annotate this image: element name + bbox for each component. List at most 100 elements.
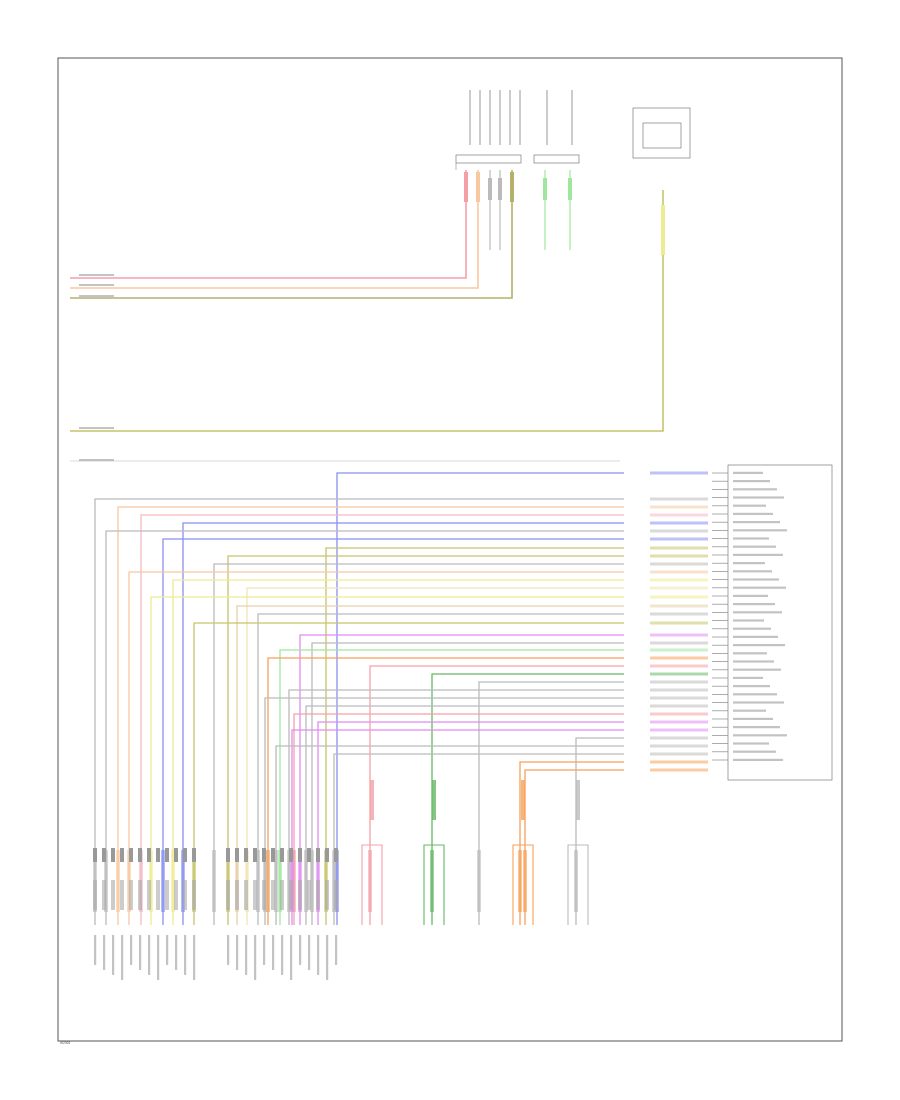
sensor-4-lead (576, 780, 580, 820)
harness-wire-22 (369, 665, 624, 925)
harness-wire-29-tag (650, 720, 708, 724)
harness-wire-19-tag (650, 641, 708, 645)
pin-13-tail (226, 880, 230, 910)
harness-wire-26-tag (650, 696, 708, 700)
page-id: W2008 (60, 1041, 70, 1045)
pin-19-tail (280, 880, 284, 910)
harness-wire-7-tag (650, 537, 708, 541)
bottom-label-24 (326, 935, 329, 980)
pin-12-tail (192, 880, 196, 910)
pin-9 (165, 848, 169, 862)
right-label-13 (733, 570, 772, 573)
harness-wire-34 (519, 761, 624, 925)
harness-wire-11-tag (650, 570, 708, 574)
pin-4 (120, 848, 124, 862)
pin-7-tail (147, 880, 151, 910)
right-label-5 (733, 504, 766, 507)
bottom-label-4 (121, 935, 124, 980)
harness-wire-19 (311, 642, 624, 925)
right-label-6 (733, 512, 773, 515)
right-label-1 (733, 471, 763, 474)
right-label-3 (733, 488, 777, 491)
harness-wire-20-tag (650, 648, 708, 652)
right-label-21 (733, 635, 778, 638)
pin-14-tail (235, 880, 239, 910)
pin-2-tail (102, 880, 106, 910)
right-label-36 (733, 758, 783, 761)
pin-1-tail (93, 880, 97, 910)
top-label-3 (489, 90, 491, 145)
pin-9-tail (165, 880, 169, 910)
harness-wire-34-sleeve (518, 850, 522, 912)
pin-25-tail (334, 880, 338, 910)
right-label-18 (733, 611, 782, 614)
faint-label-group (79, 90, 787, 980)
pin-22 (307, 848, 311, 862)
harness-wire-23-tag (650, 672, 708, 676)
right-label-34 (733, 742, 769, 745)
harness-wire-30-tag (650, 728, 708, 732)
pin-21-tail (298, 880, 302, 910)
harness-wire-25 (288, 689, 624, 925)
top-label-2 (479, 90, 481, 145)
harness-wire-28-sleeve (292, 850, 296, 912)
control-module-outline (727, 464, 833, 781)
module-inner-box (642, 122, 682, 149)
pin-20-tail (289, 880, 293, 910)
bottom-label-18 (272, 935, 275, 970)
harness-wire-2 (94, 498, 624, 925)
harness-wire-17-tag (650, 621, 708, 625)
harness-wire-19-sleeve (310, 850, 314, 912)
bottom-label-10 (175, 935, 178, 970)
pin-15-tail (244, 880, 248, 910)
harness-wire-4 (140, 514, 624, 925)
sensor-1-lead (370, 780, 374, 820)
harness-wire-8 (325, 547, 624, 925)
pin-23-tail (316, 880, 320, 910)
harness-wire-10 (213, 563, 624, 925)
harness-wire-34-tag (650, 760, 708, 764)
harness-wire-16-sleeve (256, 850, 260, 912)
harness-wire-4-tag (650, 513, 708, 517)
pin-3-tail (111, 880, 115, 910)
pin-25 (334, 848, 338, 862)
top-label-5 (509, 90, 511, 145)
pin-5-tail (129, 880, 133, 910)
bottom-label-1 (94, 935, 97, 965)
pin-8-tail (156, 880, 160, 910)
harness-wire-3 (117, 506, 624, 925)
sensor-2-lead (432, 780, 436, 820)
harness-wire-23 (431, 673, 624, 925)
pin-24-tail (325, 880, 329, 910)
pin-3 (111, 848, 115, 862)
pin-16 (253, 848, 257, 862)
harness-wire-9 (227, 555, 624, 925)
bottom-label-9 (166, 935, 169, 965)
pin-12 (192, 848, 196, 862)
right-label-17 (733, 603, 775, 606)
right-label-12 (733, 562, 765, 565)
harness-wire-9-tag (650, 554, 708, 558)
pin-7 (147, 848, 151, 862)
harness-wire-23-sleeve (430, 850, 434, 912)
harness-wire-1-tag (650, 471, 708, 475)
pin-23 (316, 848, 320, 862)
bottom-label-6 (139, 935, 142, 970)
upper-wire-group (70, 170, 665, 462)
harness-wire-12-tag (650, 578, 708, 582)
top-label-4 (499, 90, 501, 145)
pin-20 (289, 848, 293, 862)
harness-wire-15 (236, 605, 624, 925)
right-label-33 (733, 734, 787, 737)
right-label-35 (733, 750, 776, 753)
harness-wire-27-sleeve (304, 850, 308, 912)
right-label-11 (733, 553, 783, 556)
pin-21 (298, 848, 302, 862)
harness-wire-22-tag (650, 664, 708, 668)
harness-wire-28-tag (650, 712, 708, 716)
pin-17-tail (262, 880, 266, 910)
bottom-label-19 (281, 935, 284, 975)
harness-wire-8-tag (650, 546, 708, 550)
bottom-label-7 (148, 935, 151, 975)
harness-wire-16-tag (650, 612, 708, 616)
